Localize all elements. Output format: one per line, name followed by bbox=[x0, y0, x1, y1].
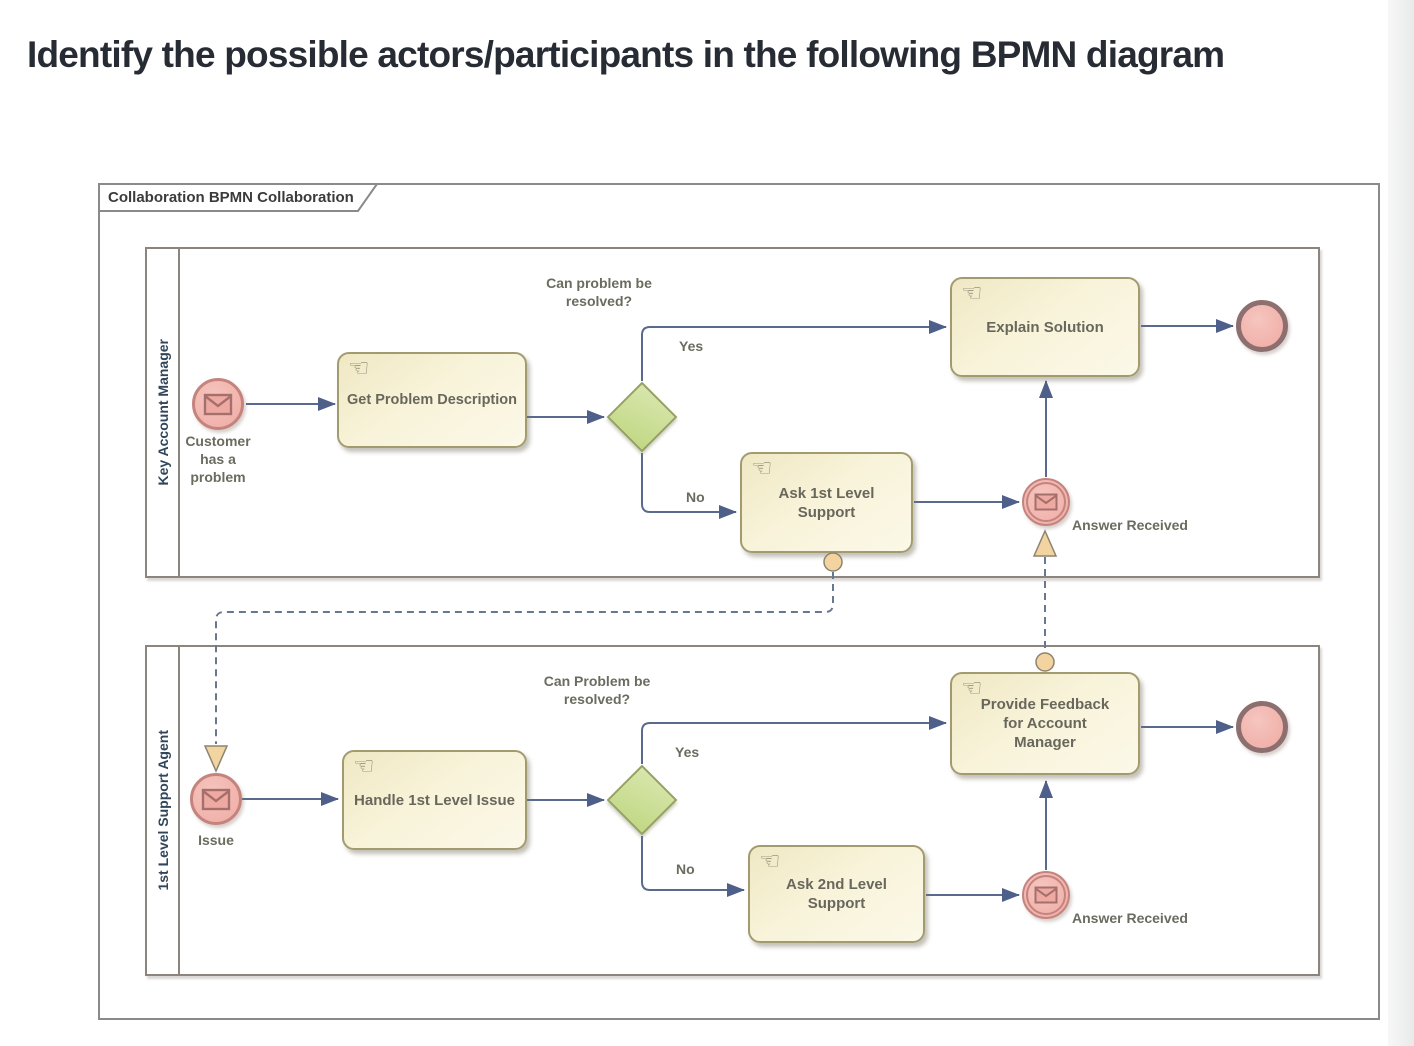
task-label: Ask 2nd Level Support bbox=[786, 876, 887, 912]
flow-gateway2-no bbox=[641, 836, 745, 897]
collaboration-tab-label: Collaboration BPMN Collaboration bbox=[108, 189, 354, 206]
start-event2-label: Issue bbox=[198, 832, 234, 848]
start-event-issue bbox=[190, 773, 242, 825]
task-label: Explain Solution bbox=[986, 318, 1104, 336]
task-label: Ask 1st Level Support bbox=[778, 484, 875, 521]
task-provide-feedback-for-account-manager: ☜ Provide Feedback for Account Manager bbox=[950, 672, 1140, 775]
task-handle-1st-level-issue: ☜ Handle 1st Level Issue bbox=[342, 750, 527, 850]
task-ask-2nd-level-support: ☜ Ask 2nd Level Support bbox=[748, 845, 925, 943]
start-event1-label: Customer has a problem bbox=[185, 433, 251, 485]
message-envelope-icon bbox=[203, 393, 233, 415]
pool-label-strip: 1st Level Support Agent bbox=[147, 647, 180, 974]
intermediate-event-answer-received-bottom bbox=[1022, 871, 1070, 919]
task-label: Get Problem Description bbox=[347, 391, 518, 408]
task-explain-solution: ☜ Explain Solution bbox=[950, 277, 1140, 377]
message-arrowhead-down-icon bbox=[203, 745, 229, 773]
flow-gateway1-no bbox=[641, 453, 737, 519]
gateway1-no-label: No bbox=[686, 489, 705, 505]
intermediate-event1-label: Answer Received bbox=[1072, 517, 1188, 533]
gateway1-yes-label: Yes bbox=[679, 338, 704, 354]
flow-gateway2-yes bbox=[641, 716, 947, 764]
message-envelope-icon bbox=[201, 788, 231, 810]
manual-task-hand-icon: ☜ bbox=[751, 454, 773, 482]
task-ask-1st-level-support: ☜ Ask 1st Level Support bbox=[740, 452, 913, 553]
gateway2-question-label: Can Problem be resolved? bbox=[543, 673, 651, 707]
flow-gateway1-yes bbox=[641, 320, 947, 381]
start-event-customer-has-problem bbox=[192, 378, 244, 430]
manual-task-hand-icon: ☜ bbox=[353, 752, 375, 780]
collaboration-tab bbox=[98, 183, 379, 212]
end-event-bottom bbox=[1236, 701, 1288, 753]
manual-task-hand-icon: ☜ bbox=[759, 847, 781, 875]
message-anchor-circle bbox=[1035, 652, 1055, 672]
manual-task-hand-icon: ☜ bbox=[961, 279, 983, 307]
message-anchor-circle bbox=[823, 552, 843, 572]
intermediate-event-answer-received-top bbox=[1022, 478, 1070, 526]
intermediate-event2-label: Answer Received bbox=[1072, 910, 1188, 926]
end-event-top bbox=[1236, 300, 1288, 352]
manual-task-hand-icon: ☜ bbox=[961, 674, 983, 702]
task-label: Handle 1st Level Issue bbox=[354, 791, 515, 809]
page-right-edge bbox=[1388, 0, 1414, 1046]
task-get-problem-description: ☜ Get Problem Description bbox=[337, 352, 527, 448]
gateway2-no-label: No bbox=[676, 861, 695, 877]
gateway2-yes-label: Yes bbox=[675, 744, 700, 760]
message-arrowhead-up-icon bbox=[1032, 529, 1058, 557]
manual-task-hand-icon: ☜ bbox=[348, 354, 370, 382]
pool-label-strip: Key Account Manager bbox=[147, 249, 180, 576]
question-title: Identify the possible actors/participant… bbox=[27, 34, 1225, 75]
task-label: Provide Feedback for Account Manager bbox=[980, 696, 1110, 751]
gateway1-question-label: Can problem be resolved? bbox=[546, 275, 652, 309]
